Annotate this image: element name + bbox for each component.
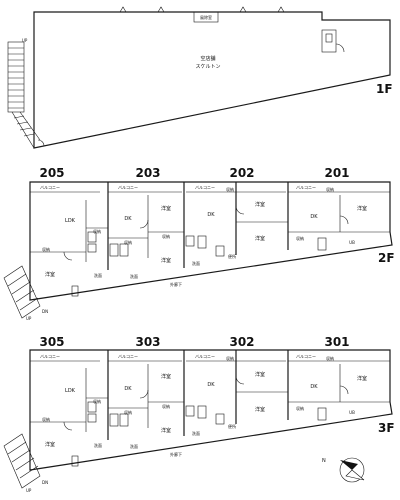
unit-301: 301 xyxy=(324,335,349,349)
202-dk: DK xyxy=(207,212,215,218)
205-western: 洋室 xyxy=(45,271,55,278)
203-dk: DK xyxy=(124,216,132,222)
205-storage: 収納 xyxy=(93,228,101,234)
floor-3: 305 303 302 301 バルコニー バルコニー バルコニー バルコニー … xyxy=(3,335,395,493)
303-dk: DK xyxy=(124,386,132,392)
3f-stair xyxy=(3,433,41,489)
302-storage: 収納 xyxy=(226,355,234,361)
1f-windbreak-label: 風除室 xyxy=(200,14,212,20)
1f-shop-label: 空店舗 xyxy=(200,55,215,62)
201-ub: UB xyxy=(349,240,355,245)
302-western: 洋室 xyxy=(255,371,265,378)
305-storage-2: 収納 xyxy=(42,416,50,422)
301-storage-2: 収納 xyxy=(296,405,304,411)
303-storage-2: 収納 xyxy=(162,403,170,409)
305-ldk: LDK xyxy=(65,388,76,394)
3f-corridor: 外廊下 xyxy=(170,451,182,457)
303-balcony: バルコニー xyxy=(118,354,138,359)
303-western-2: 洋室 xyxy=(161,427,171,434)
205-washroom: 洗面 xyxy=(94,272,102,278)
2f-floor-label: 2F xyxy=(378,251,395,265)
1f-shop-sublabel: スケルトン xyxy=(195,63,220,70)
2f-stair xyxy=(3,265,41,319)
302-dk: DK xyxy=(207,382,215,388)
floor-2: 205 203 202 201 バルコニー バルコニー バルコニー バルコニー … xyxy=(3,166,395,321)
202-washroom: 洗面 xyxy=(192,260,200,266)
303-washroom: 洗面 xyxy=(130,443,138,449)
301-western: 洋室 xyxy=(357,375,367,382)
unit-205: 205 xyxy=(39,166,64,180)
203-western-2: 洋室 xyxy=(161,257,171,264)
202-toilet: 便所 xyxy=(228,253,236,259)
301-balcony: バルコニー xyxy=(296,354,316,359)
301-storage: 収納 xyxy=(326,355,334,361)
302-western-2: 洋室 xyxy=(255,406,265,413)
303-western: 洋室 xyxy=(161,373,171,380)
2f-stair-dn: DN xyxy=(42,309,48,314)
2f-corridor: 外廊下 xyxy=(170,281,182,287)
202-western-2: 洋室 xyxy=(255,235,265,242)
201-storage-2: 収納 xyxy=(296,235,304,241)
201-balcony: バルコニー xyxy=(296,185,316,190)
202-western: 洋室 xyxy=(255,201,265,208)
305-storage: 収納 xyxy=(93,398,101,404)
201-western: 洋室 xyxy=(357,205,367,212)
302-toilet: 便所 xyxy=(228,423,236,429)
1f-stair xyxy=(7,41,41,149)
compass-north-icon: N xyxy=(322,458,326,464)
2f-outline xyxy=(29,181,393,301)
compass: N xyxy=(322,457,365,483)
202-storage: 収納 xyxy=(226,186,234,192)
unit-203: 203 xyxy=(135,166,160,180)
unit-303: 303 xyxy=(135,335,160,349)
303-storage: 収納 xyxy=(124,409,132,415)
201-storage: 収納 xyxy=(326,186,334,192)
unit-202: 202 xyxy=(229,166,254,180)
2f-stair-up: UP xyxy=(26,316,32,321)
305-balcony: バルコニー xyxy=(40,354,60,359)
202-balcony: バルコニー xyxy=(195,185,215,190)
203-western: 洋室 xyxy=(161,205,171,212)
203-storage-2: 収納 xyxy=(162,233,170,239)
3f-stair-up: UP xyxy=(26,488,32,493)
205-balcony: バルコニー xyxy=(40,185,60,190)
205-storage-2: 収納 xyxy=(42,246,50,252)
201-dk: DK xyxy=(310,214,318,220)
203-balcony: バルコニー xyxy=(118,185,138,190)
302-balcony: バルコニー xyxy=(195,354,215,359)
1f-floor-label: 1F xyxy=(376,82,393,96)
unit-302: 302 xyxy=(229,335,254,349)
3f-floor-label: 3F xyxy=(378,421,395,435)
205-ldk: LDK xyxy=(65,218,76,224)
203-washroom: 洗面 xyxy=(130,273,138,279)
305-washroom: 洗面 xyxy=(94,442,102,448)
unit-201: 201 xyxy=(324,166,349,180)
203-storage: 収納 xyxy=(124,239,132,245)
1f-stair-up: UP xyxy=(22,38,28,43)
301-dk: DK xyxy=(310,384,318,390)
unit-305: 305 xyxy=(39,335,64,349)
floor-1: 風除室 空店舗 スケルトン UP 1F xyxy=(7,6,393,149)
305-western: 洋室 xyxy=(45,441,55,448)
301-ub: UB xyxy=(349,410,355,415)
3f-outline xyxy=(29,349,393,471)
3f-stair-dn: DN xyxy=(42,480,48,485)
1f-small-room xyxy=(321,29,337,53)
1f-outline xyxy=(33,11,391,149)
1f-windbreak-room xyxy=(193,11,219,23)
302-washroom: 洗面 xyxy=(192,430,200,436)
